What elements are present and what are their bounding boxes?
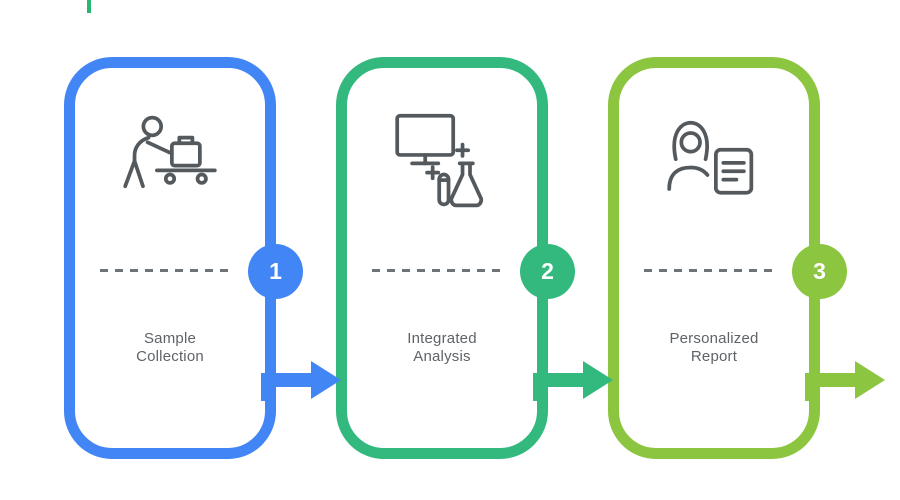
luggage-conveyor-icon <box>123 115 217 189</box>
step-number: 1 <box>269 258 282 284</box>
stray-mark <box>87 0 91 13</box>
dashed-divider <box>372 269 507 272</box>
dashed-divider <box>100 269 235 272</box>
step-number: 2 <box>541 258 554 284</box>
flow-arrow-icon <box>533 361 613 401</box>
step-number-badge: 3 <box>792 244 847 299</box>
flow-arrow-icon <box>805 361 885 401</box>
dashed-divider <box>644 269 779 272</box>
step-number: 3 <box>813 258 826 284</box>
step-number-badge: 1 <box>248 244 303 299</box>
step-label: Integrated Analysis <box>407 330 477 365</box>
icon-area <box>619 96 809 226</box>
step-card-integrated-analysis: 2 Integrated Analysis <box>336 57 613 459</box>
step-card-sample-collection: 1 Sample Collection <box>64 57 341 459</box>
steps-row: 1 Sample Collection <box>64 57 885 459</box>
icon-area <box>75 96 265 226</box>
step-card-personalized-report: 3 Personalized Report <box>608 57 885 459</box>
monitor-lab-flask-icon <box>395 113 484 208</box>
flow-arrow-icon <box>261 361 341 401</box>
step-number-badge: 2 <box>520 244 575 299</box>
step-label: Personalized Report <box>669 330 759 365</box>
step-label: Sample Collection <box>136 330 204 365</box>
person-report-icon <box>667 120 754 195</box>
icon-area <box>347 96 537 226</box>
